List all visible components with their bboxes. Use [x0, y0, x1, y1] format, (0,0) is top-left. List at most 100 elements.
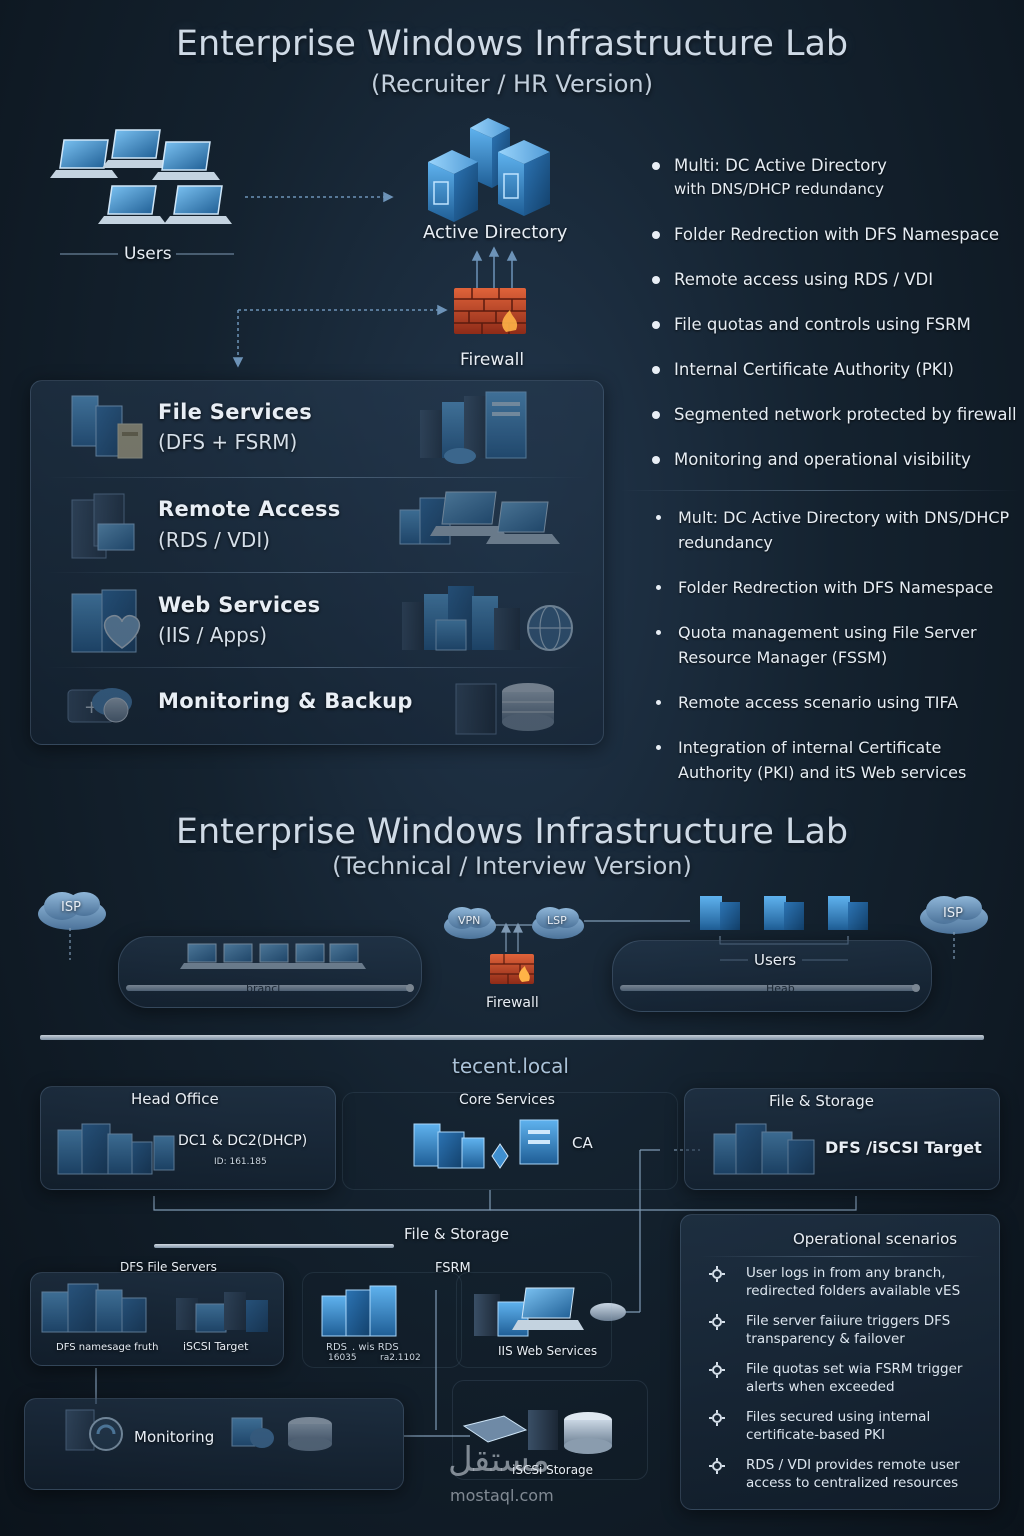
service-name: File Services	[158, 400, 312, 424]
branch-panel	[118, 936, 422, 1008]
services-divider	[46, 572, 586, 573]
gear-icon	[709, 1314, 725, 1330]
firewall-label: Firewall	[460, 350, 525, 370]
scenario-text: File server faiiure triggers DFS transpa…	[746, 1313, 951, 1347]
dfs-namespace-label: DFS namesage fruth	[56, 1342, 159, 1353]
dc-label: DC1 & DC2(DHCP)	[178, 1133, 308, 1149]
core-services-icon	[413, 1123, 509, 1169]
feature-item: Monitoring and operational visibility	[652, 448, 1017, 471]
dc-ip-label: ID: 161.185	[214, 1157, 267, 1167]
isp-cloud-right-icon	[920, 896, 988, 934]
scenario-item: File server faiiure triggers DFS transpa…	[708, 1312, 988, 1348]
gear-icon	[709, 1266, 725, 1282]
iscsi-storage-panel	[452, 1380, 648, 1480]
scenario-text: RDS / VDI provides remote user access to…	[746, 1457, 960, 1491]
fsrm-panel	[302, 1272, 462, 1368]
isp-cloud-left-icon	[38, 892, 106, 930]
dfs-iscsi-label: DFS /iSCSI Target	[825, 1138, 982, 1157]
operational-scenarios-title: Operational scenarios	[793, 1230, 958, 1248]
feature-text: Remote access using RDS / VDI	[674, 270, 934, 289]
lsp-label: LSP	[547, 914, 567, 927]
isp-right-label: ISP	[943, 906, 963, 921]
gear-icon	[709, 1458, 725, 1474]
scenario-text: File quotas set wia FSRM trigger alerts …	[746, 1361, 963, 1395]
feature-item: Integration of internal Certificate Auth…	[656, 735, 1016, 785]
ops-divider	[700, 1256, 984, 1257]
rds-label: ra2.1102	[380, 1353, 421, 1363]
core-services-panel	[342, 1092, 678, 1190]
features-list: Multi: DC Active Directory with DNS/DHCP …	[652, 154, 1017, 493]
feature-item: Segmented network protected by firewall	[652, 403, 1017, 426]
operational-scenarios-list: User logs in from any branch, redirected…	[708, 1264, 988, 1504]
top-connectors	[232, 191, 518, 368]
services-panel	[30, 380, 604, 745]
feature-text: File quotas and controls using FSRM	[674, 315, 971, 334]
users-laptops-icon	[50, 129, 234, 255]
vpn-cloud-icon	[444, 907, 496, 939]
domain-label: tecent.local	[452, 1054, 569, 1078]
head-users-servers-icon	[700, 896, 868, 961]
feature-item: Folder Redrection with DFS Namespace	[652, 223, 1017, 246]
service-name: Remote Access	[158, 497, 341, 521]
feature-text: Monitoring and operational visibility	[674, 450, 971, 469]
ca-label: CA	[572, 1134, 593, 1152]
active-directory-icon	[428, 118, 550, 222]
head-panel	[612, 940, 932, 1012]
scenario-item: File quotas set wia FSRM trigger alerts …	[708, 1360, 988, 1396]
feature-item: Folder Redrection with DFS Namespace	[656, 575, 1016, 600]
feature-text: Multi: DC Active Directory	[674, 156, 887, 175]
iscsi-storage-icon	[462, 1410, 612, 1454]
service-detail: (IIS / Apps)	[158, 623, 268, 647]
rds-label: 16035	[328, 1353, 357, 1363]
iis-web-services-icon	[474, 1287, 626, 1337]
top-title: Enterprise Windows Infrastructure Lab	[175, 24, 849, 64]
services-divider	[46, 477, 586, 478]
feature-item: File quotas and controls using FSRM	[652, 313, 1017, 336]
scenario-item: User logs in from any branch, redirected…	[708, 1264, 988, 1300]
gear-icon	[709, 1410, 725, 1426]
branch-bar-label: brancl	[246, 982, 281, 995]
scenario-item: Files secured using internal certificate…	[708, 1408, 988, 1444]
watermark-text: mostaql.com	[450, 1486, 554, 1505]
feature-text-continued: with DNS/DHCP redundancy	[674, 180, 884, 198]
features-list-secondary: Mult: DC Active Directory with DNS/DHCP …	[656, 505, 1016, 805]
scenario-item: RDS / VDI provides remote user access to…	[708, 1456, 988, 1492]
head-office-panel	[40, 1086, 336, 1190]
core-services-title: Core Services	[459, 1092, 555, 1108]
service-name: Monitoring & Backup	[158, 689, 413, 713]
fsrm-servers-icon	[321, 1285, 397, 1337]
certificate-authority-icon	[519, 1119, 559, 1165]
operational-scenarios-panel	[680, 1214, 1000, 1510]
services-divider	[46, 667, 586, 668]
dfs-file-servers-panel	[30, 1272, 284, 1366]
monitoring-label: Monitoring	[134, 1428, 215, 1446]
scenario-text: User logs in from any branch, redirected…	[746, 1265, 961, 1299]
watermark-arabic: مستقل	[448, 1440, 550, 1480]
vpn-label: VPN	[458, 914, 481, 927]
dfs-file-servers-title: DFS File Servers	[120, 1260, 217, 1274]
lsp-cloud-icon	[532, 907, 584, 939]
firewall-bottom-label: Firewall	[486, 995, 539, 1011]
service-detail: (RDS / VDI)	[158, 528, 271, 552]
bottom-title: Enterprise Windows Infrastructure Lab	[175, 812, 849, 852]
rds-label: . wis RDS	[352, 1342, 399, 1353]
rds-label: RDS	[326, 1342, 347, 1353]
feature-item: Remote access using RDS / VDI	[652, 268, 1017, 291]
firewall-icon	[454, 288, 526, 334]
head-office-title: Head Office	[131, 1090, 219, 1108]
feature-text: Folder Redrection with DFS Namespace	[674, 225, 1000, 244]
gear-icon	[709, 1362, 725, 1378]
feature-item: Internal Certificate Authority (PKI)	[652, 358, 1017, 381]
service-name: Web Services	[158, 593, 321, 617]
service-detail: (DFS + FSRM)	[158, 430, 298, 454]
firewall-bottom-icon	[490, 954, 534, 984]
file-storage-top-title: File & Storage	[769, 1092, 875, 1110]
feature-item: Remote access scenario using TIFA	[656, 690, 1016, 715]
feature-item: Mult: DC Active Directory with DNS/DHCP …	[656, 505, 1016, 555]
monitoring-panel	[24, 1398, 404, 1490]
file-storage-mid-title: File & Storage	[404, 1225, 510, 1243]
iscsi-target-label: iSCSI Target	[183, 1340, 249, 1353]
features-divider	[620, 490, 1020, 491]
users-label: Users	[124, 244, 172, 264]
isp-left-label: ISP	[61, 900, 81, 915]
